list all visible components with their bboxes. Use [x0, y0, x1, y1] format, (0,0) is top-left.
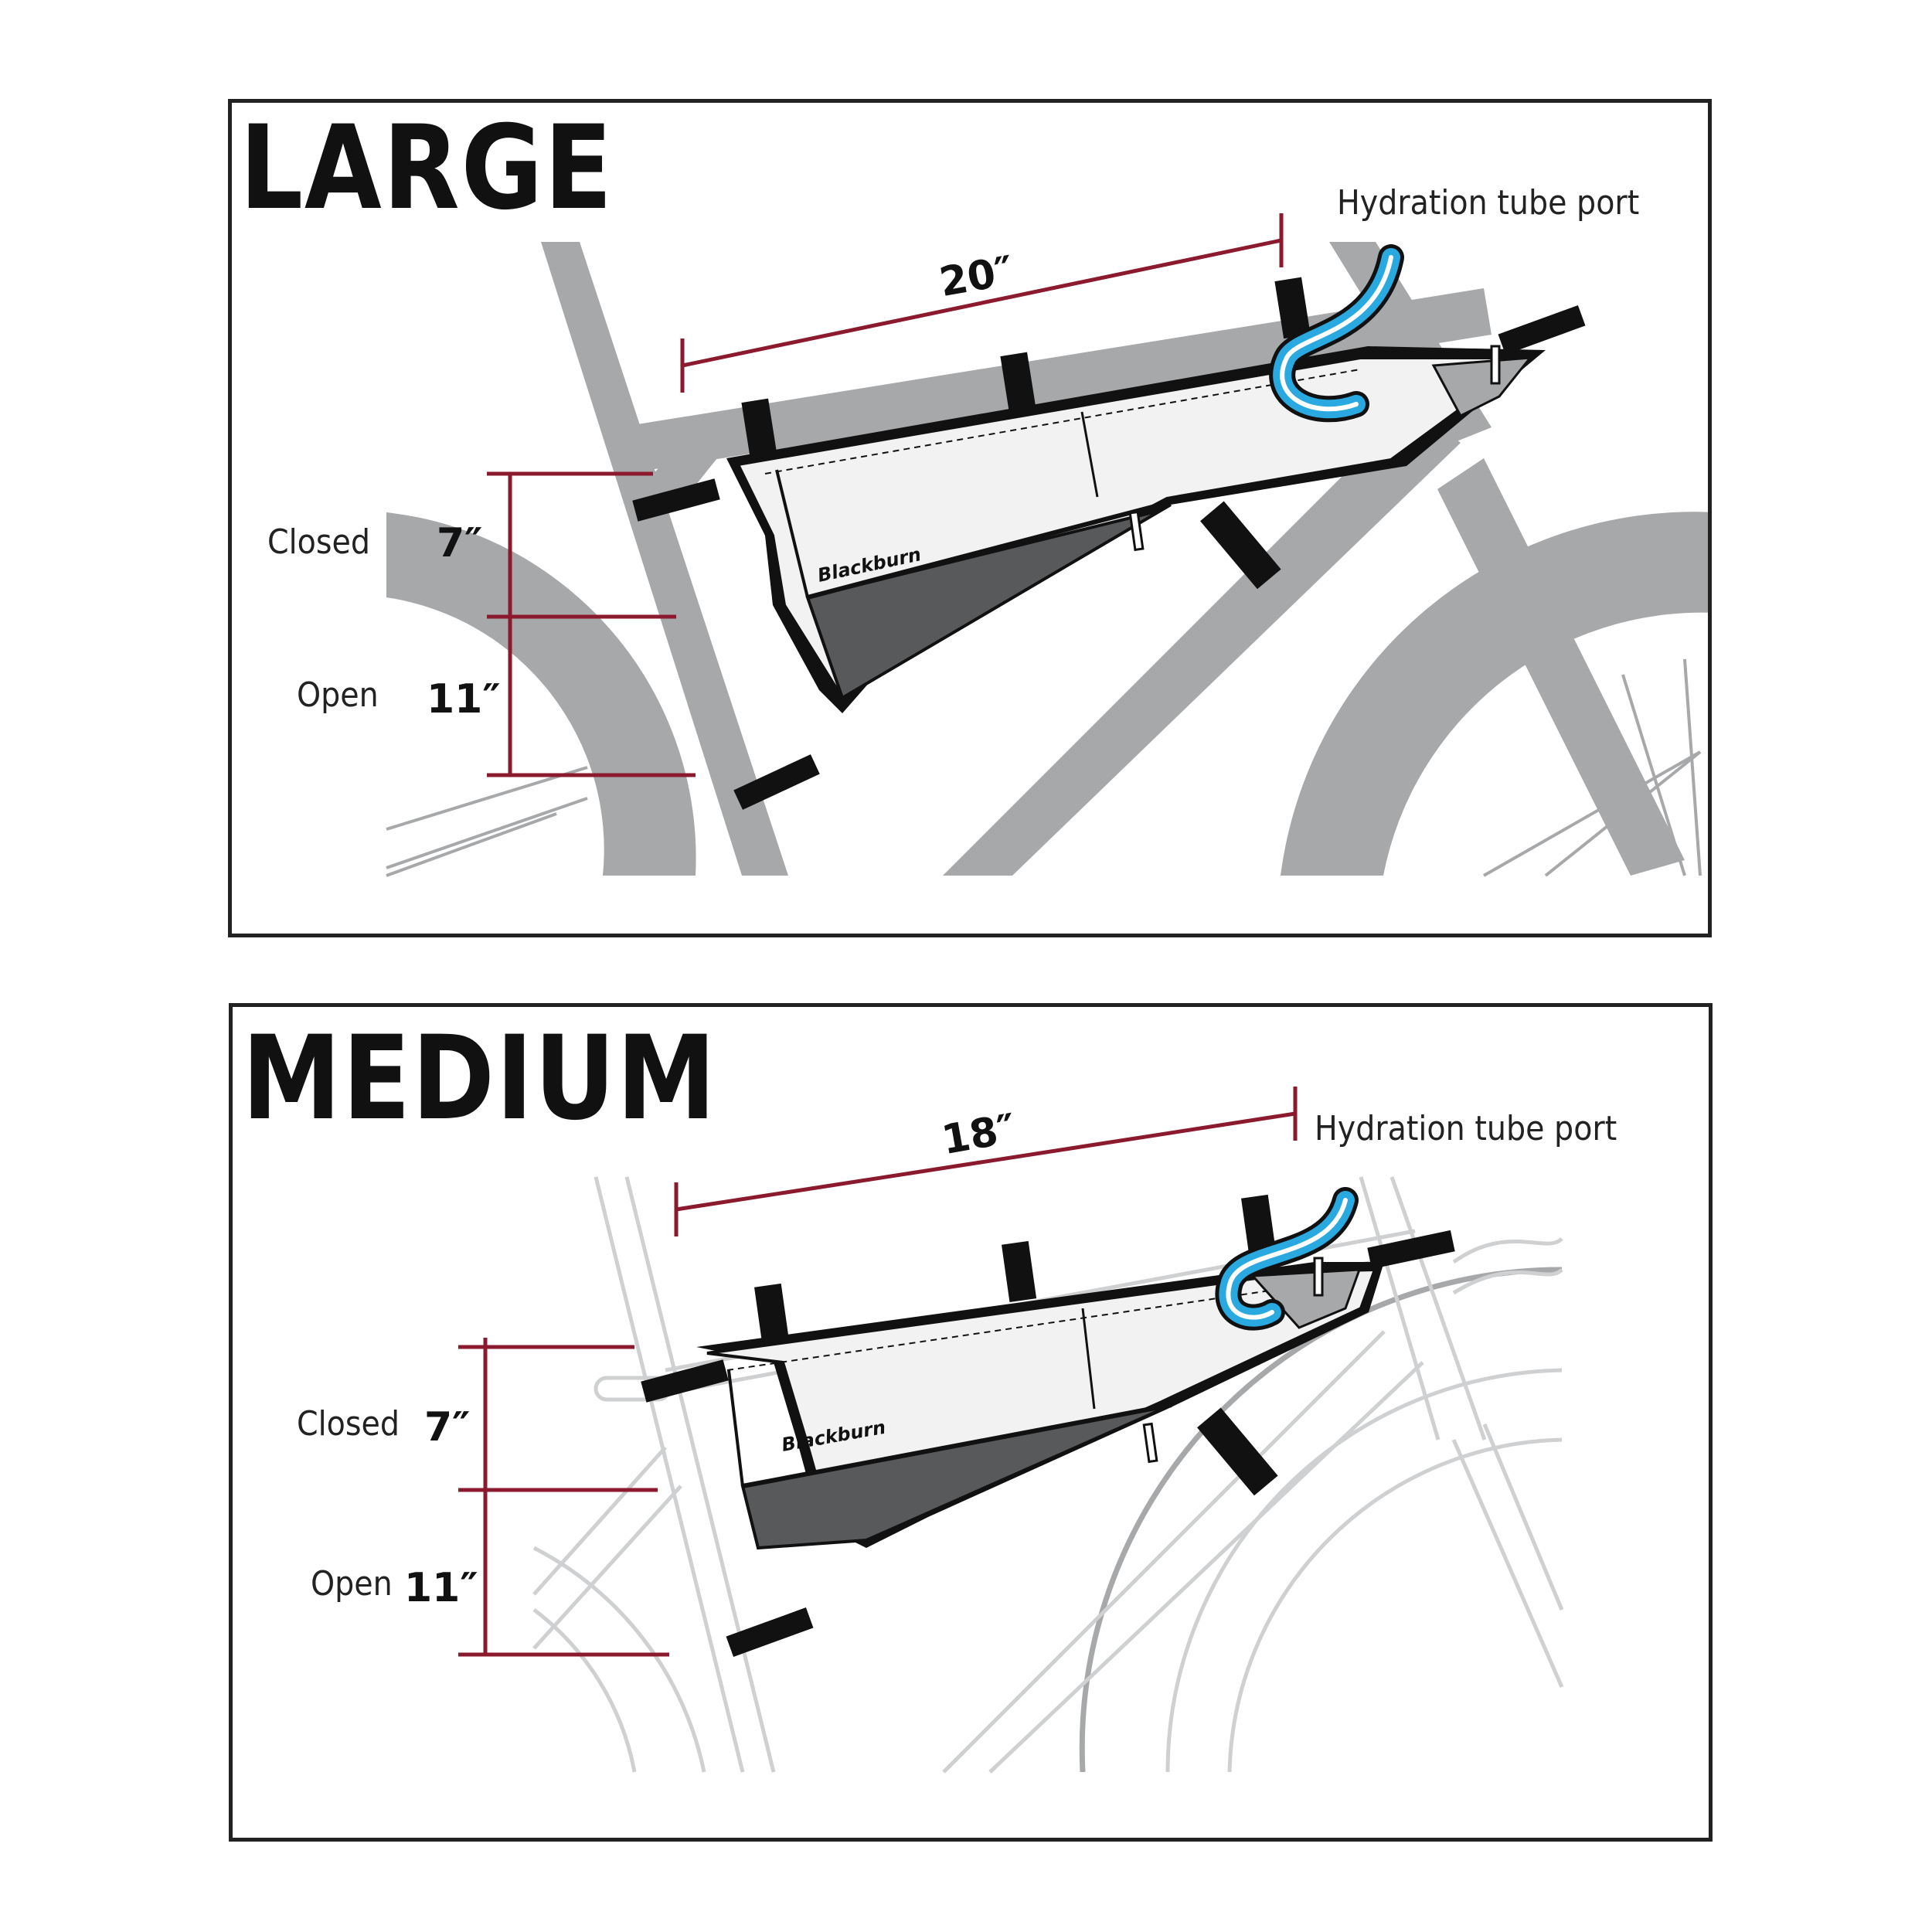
velcro-straps — [632, 277, 1586, 810]
length-value-medium: 18″ — [938, 1105, 1019, 1165]
rear-wheel — [386, 512, 696, 877]
open-value-medium: 11″ — [404, 1565, 478, 1611]
closed-label-large: Closed — [267, 522, 371, 562]
open-label-large: Open — [297, 675, 379, 715]
bike-illustration-medium: Blackburn — [458, 1087, 1564, 1774]
open-value-large: 11″ — [427, 676, 501, 723]
height-dimension-large — [487, 471, 696, 777]
open-label-medium: Open — [311, 1564, 393, 1604]
hydration-port-label-medium: Hydration tube port — [1315, 1109, 1617, 1148]
length-dimension-large — [680, 213, 1284, 393]
closed-label-medium: Closed — [297, 1404, 400, 1444]
size-title-large: LARGE — [240, 101, 614, 236]
bike-illustration-large: Blackburn — [386, 213, 1708, 877]
hydration-port-label-large: Hydration tube port — [1337, 183, 1640, 223]
frame-bag: Blackburn — [696, 1257, 1384, 1550]
closed-value-large: 7″ — [437, 520, 483, 566]
size-panel-large: Blackburn — [228, 99, 1712, 937]
length-dimension-medium — [674, 1087, 1298, 1236]
height-dimension-medium — [458, 1338, 669, 1657]
bike-frame-outline — [532, 1176, 1564, 1774]
closed-value-medium: 7″ — [424, 1404, 471, 1451]
length-value-large: 20″ — [936, 247, 1017, 307]
size-panel-medium: Blackburn M — [229, 1003, 1713, 1842]
velcro-straps — [641, 1194, 1455, 1657]
frame-bag: Blackburn — [726, 345, 1546, 713]
size-title-medium: MEDIUM — [242, 1012, 718, 1146]
